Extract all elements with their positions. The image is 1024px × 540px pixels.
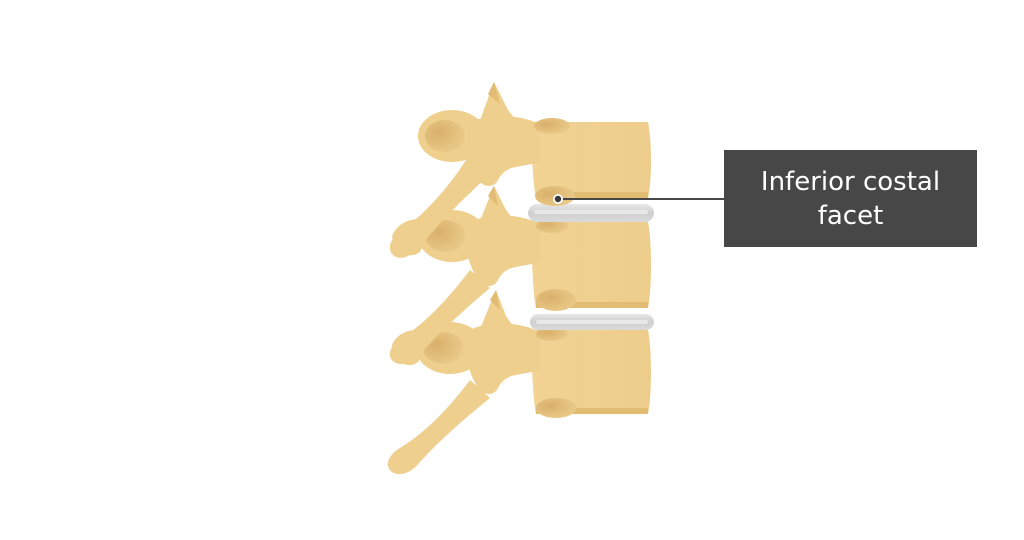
transverse-process-top: [389, 160, 488, 258]
label-inferior-costal-facet: Inferior costal facet: [724, 150, 977, 247]
intervertebral-disc-upper: [528, 204, 654, 222]
pointer-dot: [554, 195, 562, 203]
transverse-process-bottom: [387, 380, 490, 475]
label-text: Inferior costal facet: [760, 166, 941, 231]
transverse-process-middle: [389, 270, 490, 365]
vertebral-body-bottom: [530, 330, 651, 414]
label-leader: [553, 194, 724, 204]
intervertebral-disc-lower: [530, 314, 654, 330]
vertebra-top: [389, 82, 651, 258]
vertebral-body-middle: [530, 222, 651, 308]
vertebral-body-top: [530, 122, 651, 198]
